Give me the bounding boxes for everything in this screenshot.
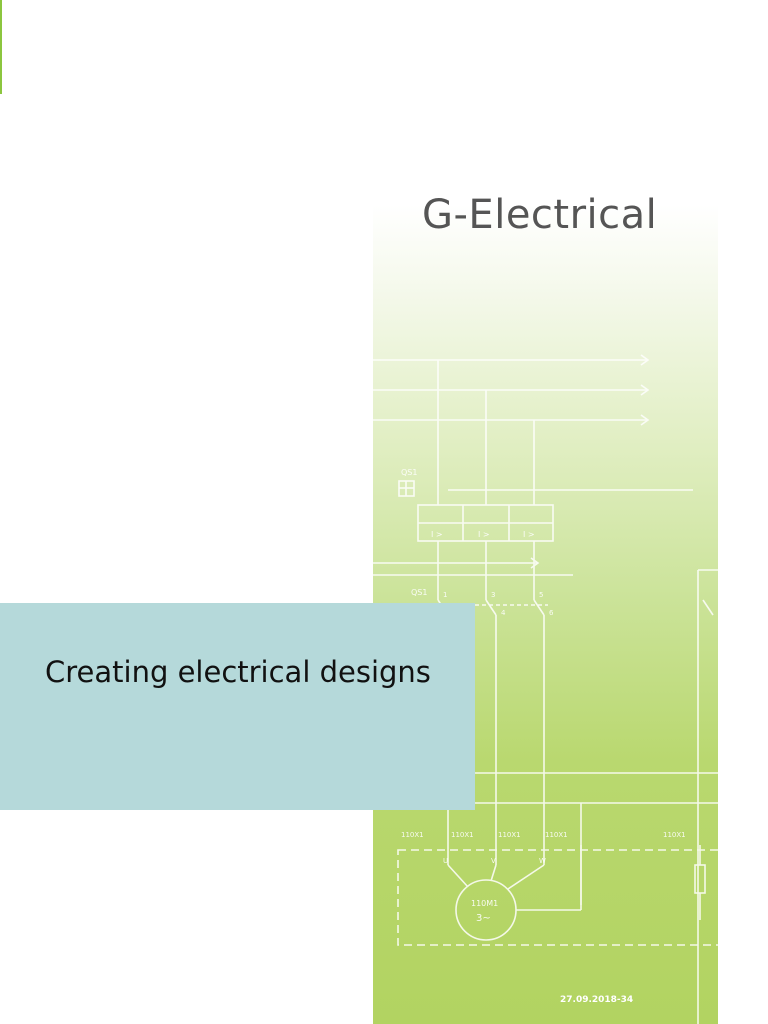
schematic-label-qs1: QS1: [401, 468, 417, 477]
schematic-pin-label: 4: [501, 609, 506, 617]
breaker-trip-label: I >: [523, 530, 535, 539]
breaker-trip-label: I >: [478, 530, 490, 539]
schematic-label-qs1-lower: QS1: [411, 588, 427, 597]
document-title: Creating electrical designs: [45, 655, 431, 689]
brand-title: G-Electrical: [422, 192, 658, 238]
breaker-trip-label: I >: [431, 530, 443, 539]
schematic-pin-label: 6: [549, 609, 554, 617]
title-band: [0, 603, 475, 810]
corner-accent-line: [0, 0, 2, 94]
schematic-phase-label: W: [539, 857, 546, 865]
schematic-label-terminal: 110X1: [498, 831, 521, 839]
document-date-code: 27.09.2018-34: [560, 995, 634, 1005]
schematic-phase-label: U: [443, 857, 448, 865]
schematic-pin-label: 3: [491, 591, 495, 599]
schematic-label-terminal: 110X1: [545, 831, 568, 839]
schematic-pin-label: 5: [539, 591, 543, 599]
schematic-phase-label: V: [491, 857, 496, 865]
schematic-label-terminal: 110X1: [401, 831, 424, 839]
schematic-label-terminal: 110X1: [451, 831, 474, 839]
schematic-label-terminal: 110X1: [663, 831, 686, 839]
schematic-pin-label: 1: [443, 591, 447, 599]
motor-label: 110M1: [471, 899, 498, 908]
motor-phase-label: 3~: [476, 913, 491, 924]
circuit-schematic-graphic: QS1 QS1 110X1 110X1 110X1 110X1 110X1 11…: [373, 354, 718, 1024]
